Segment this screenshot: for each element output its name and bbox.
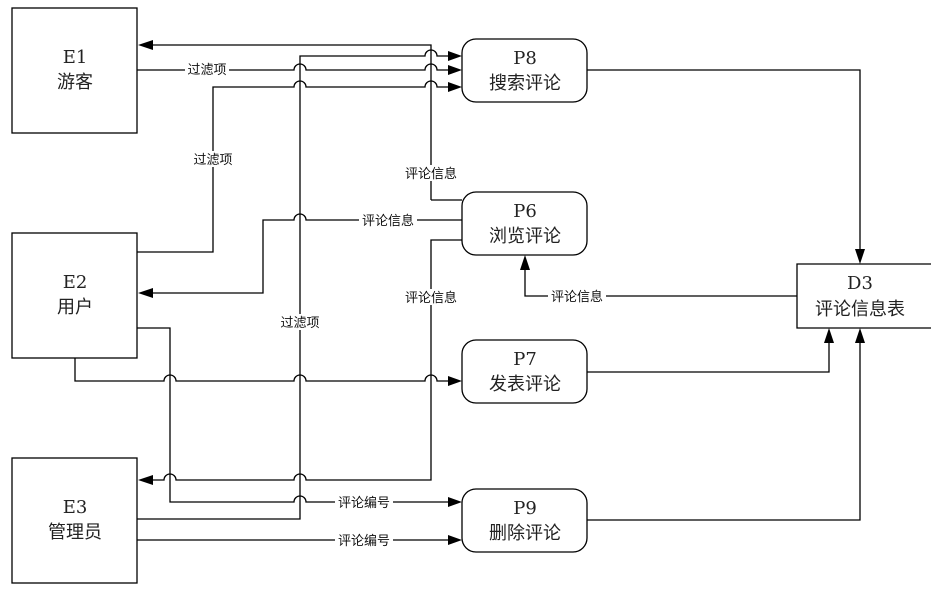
edge-label-e3-p9: 评论编号 bbox=[335, 532, 393, 549]
data-store-d3[interactable]: D3 评论信息表 bbox=[796, 263, 931, 329]
entity-id: E2 bbox=[63, 272, 88, 293]
flow-e2-to-p9 bbox=[137, 327, 462, 507]
external-entity-e3[interactable]: E3 管理员 bbox=[11, 457, 138, 584]
flow-d3-to-p6 bbox=[520, 255, 797, 297]
store-name: 评论信息表 bbox=[815, 299, 905, 320]
external-entity-e1[interactable]: E1 游客 bbox=[11, 7, 138, 134]
flow-e3-to-p8 bbox=[137, 49, 462, 520]
arrowhead-to-p6 bbox=[520, 255, 530, 270]
arrowhead-to-p8-bottom bbox=[448, 82, 462, 92]
edge-label-p6-e2: 评论信息 bbox=[359, 212, 417, 229]
edge-label-e3-p8: 过滤项 bbox=[278, 314, 322, 331]
process-id: P7 bbox=[513, 349, 537, 370]
arrowhead-to-p8-mid bbox=[448, 65, 462, 75]
edge-label-e2-p8: 过滤项 bbox=[191, 151, 235, 168]
svg-text:评论信息: 评论信息 bbox=[405, 290, 457, 306]
entity-id: E3 bbox=[63, 497, 88, 518]
flow-p7-to-d3 bbox=[587, 328, 834, 373]
arrowhead-to-d3-top bbox=[855, 249, 865, 264]
svg-text:过滤项: 过滤项 bbox=[280, 316, 319, 331]
svg-text:过滤项: 过滤项 bbox=[187, 63, 226, 78]
arrowhead-to-p7 bbox=[448, 376, 462, 386]
process-name: 搜索评论 bbox=[489, 73, 561, 94]
entity-name: 用户 bbox=[57, 297, 93, 318]
process-id: P8 bbox=[513, 48, 537, 69]
flow-p6-to-e3 bbox=[138, 239, 462, 485]
flow-e3-to-p9 bbox=[137, 535, 462, 545]
svg-text:过滤项: 过滤项 bbox=[193, 153, 232, 168]
process-name: 发表评论 bbox=[489, 374, 561, 395]
flow-p6-to-e2 bbox=[138, 213, 462, 298]
process-id: P6 bbox=[513, 201, 537, 222]
edge-label-e1-p8: 过滤项 bbox=[185, 61, 229, 78]
entity-id: E1 bbox=[63, 47, 88, 68]
svg-text:评论编号: 评论编号 bbox=[338, 496, 390, 511]
flow-e2-to-p8 bbox=[137, 80, 462, 253]
process-name: 浏览评论 bbox=[489, 226, 561, 247]
process-p8[interactable]: P8 搜索评论 bbox=[461, 38, 588, 103]
arrowhead-to-d3-left bbox=[824, 328, 834, 343]
arrowhead-to-p8-top bbox=[448, 51, 462, 61]
svg-text:评论信息: 评论信息 bbox=[551, 289, 603, 305]
edge-label-e2-p9: 评论编号 bbox=[335, 494, 393, 511]
flow-e2-to-p7 bbox=[74, 358, 462, 386]
store-id: D3 bbox=[847, 273, 873, 294]
arrowhead-to-e1 bbox=[138, 40, 153, 50]
process-p9[interactable]: P9 删除评论 bbox=[461, 488, 588, 553]
process-p7[interactable]: P7 发表评论 bbox=[461, 339, 588, 404]
entity-name: 游客 bbox=[57, 72, 93, 93]
process-name: 删除评论 bbox=[489, 523, 561, 544]
arrowhead-to-e2 bbox=[138, 288, 153, 298]
flow-e1-to-p8 bbox=[137, 63, 462, 75]
svg-text:评论信息: 评论信息 bbox=[362, 213, 414, 229]
flow-p9-to-d3 bbox=[587, 328, 865, 521]
edge-label-d3-p6: 评论信息 bbox=[548, 288, 606, 305]
edge-label-p8-e1: 评论信息 bbox=[402, 165, 460, 182]
svg-text:评论信息: 评论信息 bbox=[405, 166, 457, 182]
flow-p8-to-d3 bbox=[587, 69, 865, 264]
edge-label-p6-e3: 评论信息 bbox=[402, 289, 460, 306]
arrowhead-to-d3-right bbox=[855, 328, 865, 343]
external-entity-e2[interactable]: E2 用户 bbox=[11, 232, 138, 359]
svg-text:评论编号: 评论编号 bbox=[338, 534, 390, 549]
flow-p8-to-e1 bbox=[138, 40, 462, 201]
arrowhead-to-p9-bottom bbox=[448, 535, 462, 545]
process-p6[interactable]: P6 浏览评论 bbox=[461, 191, 588, 256]
process-id: P9 bbox=[513, 498, 537, 519]
arrowhead-to-p9-top bbox=[448, 497, 462, 507]
arrowhead-to-e3 bbox=[138, 475, 153, 485]
entity-name: 管理员 bbox=[48, 522, 102, 543]
